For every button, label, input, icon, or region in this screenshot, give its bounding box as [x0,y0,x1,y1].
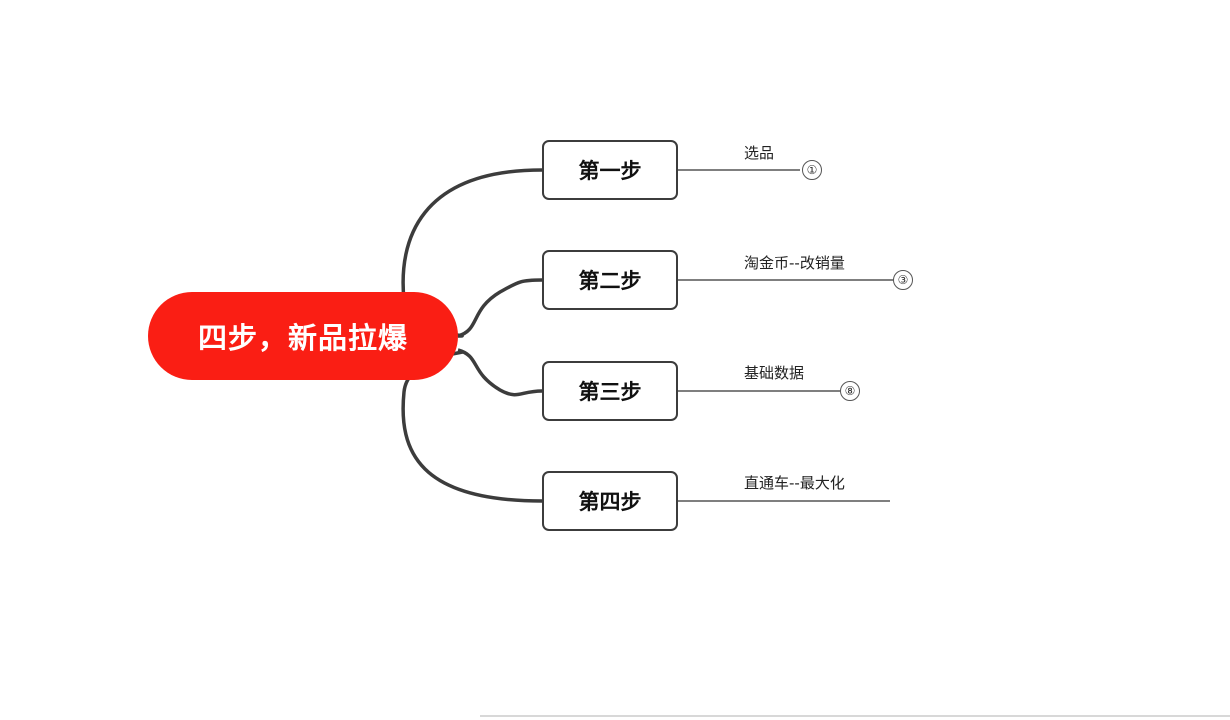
leaf-label-2[interactable]: 淘金币--改销量 [744,254,845,272]
connector-root-step3 [457,348,543,397]
step-node-3[interactable]: 第三步 [542,361,678,421]
badge-1: ① [802,160,822,180]
bottom-divider [480,715,1230,717]
root-node[interactable]: 四步，新品拉爆 [148,292,458,380]
leaf-label-1[interactable]: 选品 [744,144,775,162]
badge-3: ⑧ [840,381,860,401]
step-node-1[interactable]: 第一步 [542,140,678,200]
leaf-label-4[interactable]: 直通车--最大化 [744,474,845,492]
badge-2: ③ [893,270,913,290]
step-node-3-label: 第三步 [578,380,642,404]
leaf-label-3[interactable]: 基础数据 [744,364,805,382]
root-node-label: 四步，新品拉爆 [197,321,408,355]
connector-root-step2 [457,278,543,338]
step-node-4[interactable]: 第四步 [542,471,678,531]
step-node-1-label: 第一步 [578,159,642,183]
step-node-2-label: 第二步 [578,269,642,293]
step-node-4-label: 第四步 [578,490,642,514]
step-node-2[interactable]: 第二步 [542,250,678,310]
